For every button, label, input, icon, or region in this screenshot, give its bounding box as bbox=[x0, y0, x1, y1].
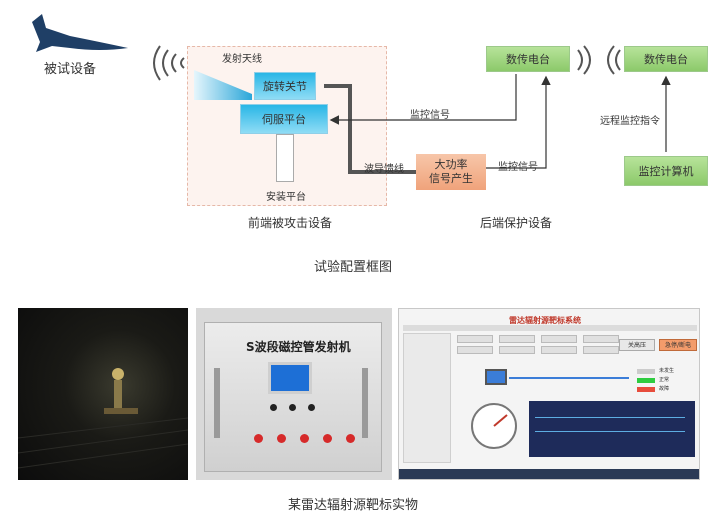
indicator-led bbox=[308, 404, 315, 411]
indicator-led bbox=[289, 404, 296, 411]
software-button bbox=[541, 335, 577, 343]
rotary-joint-box: 旋转关节 bbox=[254, 72, 316, 100]
software-title: 雷达辐射源靶标系统 bbox=[509, 316, 581, 325]
servo-platform-box: 伺服平台 bbox=[240, 104, 328, 134]
software-tab-bar bbox=[403, 325, 697, 331]
cabinet-handle bbox=[214, 368, 220, 438]
software-button bbox=[583, 346, 619, 354]
remote-command-arrow bbox=[661, 75, 671, 152]
transmitter-screen bbox=[268, 362, 312, 394]
monitor-computer-label: 监控计算机 bbox=[638, 165, 694, 178]
legend-normal: 正常 bbox=[659, 377, 670, 383]
servo-platform-label: 伺服平台 bbox=[262, 113, 306, 126]
control-button bbox=[254, 434, 263, 443]
datalink-station-2: 数传电台 bbox=[624, 46, 708, 72]
monitor-signal-arrows bbox=[329, 74, 551, 169]
front-end-caption: 前端被攻击设备 bbox=[248, 216, 333, 230]
software-gauge-icon bbox=[471, 403, 517, 449]
mount-pillar bbox=[276, 134, 294, 182]
high-power-signal-box: 大功率 信号产生 bbox=[416, 154, 486, 190]
datalink-station-1-label: 数传电台 bbox=[506, 53, 550, 66]
software-taskbar bbox=[399, 469, 699, 479]
software-button bbox=[457, 335, 493, 343]
cabinet-handle bbox=[362, 368, 368, 438]
control-button bbox=[346, 434, 355, 443]
software-button bbox=[499, 346, 535, 354]
hv-off-button: 关高压 bbox=[619, 339, 655, 351]
control-button bbox=[277, 434, 286, 443]
photos-caption: 某雷达辐射源靶标实物 bbox=[288, 498, 419, 513]
device-under-test-label: 被试设备 bbox=[44, 62, 97, 77]
software-monitor-icon bbox=[485, 369, 507, 385]
transmitter-photo: S波段磁控管发射机 bbox=[196, 308, 392, 480]
antenna-horn-icon bbox=[194, 70, 252, 100]
remote-command-label: 远程监控指令 bbox=[600, 116, 660, 127]
datalink-station-1: 数传电台 bbox=[486, 46, 570, 72]
monitor-signal-label-2: 监控信号 bbox=[498, 162, 538, 173]
control-button bbox=[323, 434, 332, 443]
transmit-antenna-label: 发射天线 bbox=[222, 54, 262, 65]
mount-platform-label: 安装平台 bbox=[266, 192, 306, 203]
datalink-station-2-label: 数传电台 bbox=[644, 53, 688, 66]
monitor-signal-label-1: 监控信号 bbox=[410, 110, 450, 121]
anechoic-chamber-photo bbox=[18, 308, 188, 480]
waveguide-label: 波导馈线 bbox=[364, 164, 404, 175]
software-button bbox=[583, 335, 619, 343]
legend-fault: 故障 bbox=[659, 386, 670, 392]
software-button bbox=[541, 346, 577, 354]
software-left-panel bbox=[403, 333, 451, 463]
control-button bbox=[300, 434, 309, 443]
software-button bbox=[457, 346, 493, 354]
transmitter-panel-title: S波段磁控管发射机 bbox=[246, 340, 351, 354]
emergency-stop-button: 急停/断电 bbox=[659, 339, 697, 351]
software-screenshot: 雷达辐射源靶标系统 关高压 急停/断电 未发生 正常 故障 bbox=[398, 308, 700, 480]
radio-wave-icon bbox=[577, 45, 621, 75]
monitor-computer-box: 监控计算机 bbox=[624, 156, 708, 186]
indicator-led bbox=[270, 404, 277, 411]
hp-signal-label-2: 信号产生 bbox=[429, 172, 473, 185]
software-status-line bbox=[509, 377, 629, 379]
hp-signal-label-1: 大功率 bbox=[434, 158, 468, 171]
software-button bbox=[499, 335, 535, 343]
back-end-caption: 后端保护设备 bbox=[480, 216, 553, 230]
waveguide-line bbox=[324, 84, 416, 174]
rotary-joint-label: 旋转关节 bbox=[263, 80, 307, 93]
diagram-caption: 试验配置框图 bbox=[314, 260, 393, 275]
software-chart-panel bbox=[529, 401, 695, 457]
radio-wave-icon bbox=[153, 45, 185, 81]
missile-icon bbox=[32, 14, 128, 52]
legend-none: 未发生 bbox=[659, 368, 675, 374]
